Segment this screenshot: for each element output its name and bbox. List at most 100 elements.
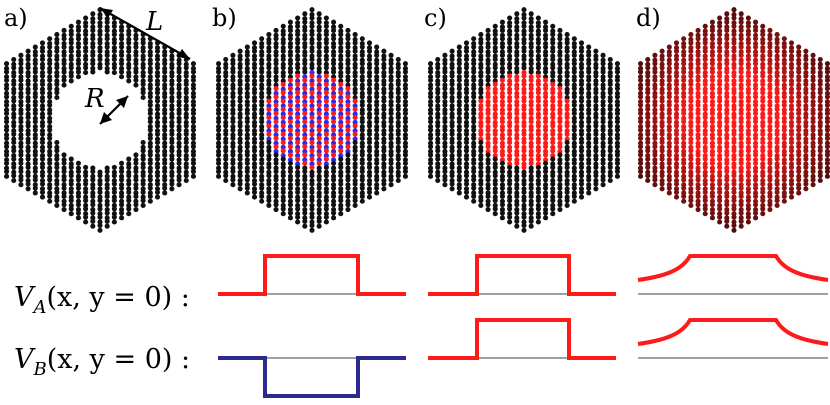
lattice-site: [352, 61, 358, 67]
lattice-site: [614, 132, 620, 138]
lattice-site: [673, 169, 680, 175]
lattice-site: [507, 219, 513, 225]
lattice-site: [724, 169, 730, 175]
lattice-site: [230, 99, 236, 105]
lattice-site: [223, 56, 229, 63]
lattice-site: [817, 81, 823, 87]
lattice-site: [767, 36, 773, 42]
lattice-site: [287, 36, 293, 42]
lattice-site: [810, 169, 816, 175]
lattice-site: [345, 69, 351, 75]
lattice-site: [126, 186, 132, 192]
lattice-site: [287, 69, 293, 75]
lattice-site: [753, 173, 759, 179]
lattice-site: [507, 106, 513, 112]
lattice-site: [535, 111, 541, 117]
lattice-site: [521, 206, 527, 212]
lattice-site: [223, 131, 229, 137]
lattice-site: [521, 222, 527, 229]
lattice-site: [183, 144, 189, 150]
lattice-site: [190, 144, 196, 150]
lattice-site: [614, 110, 620, 116]
lattice-site: [666, 110, 672, 116]
lattice-site: [810, 65, 816, 71]
lattice-site: [39, 148, 46, 154]
lattice-site: [402, 135, 408, 141]
lattice-site: [824, 94, 830, 100]
lattice-site: [607, 177, 613, 184]
lattice-site: [190, 135, 196, 141]
lattice-site: [767, 165, 773, 171]
lattice-site: [90, 27, 96, 33]
lattice-site: [442, 69, 448, 75]
lattice-site: [309, 211, 315, 217]
lattice-site: [578, 111, 585, 117]
lattice-site: [273, 99, 279, 105]
lattice-site: [345, 124, 351, 130]
lattice-site: [90, 65, 96, 71]
lattice-site: [345, 65, 351, 71]
lattice-site: [745, 28, 751, 34]
lattice-site: [463, 98, 470, 104]
lattice-site: [745, 32, 751, 38]
lattice-site: [47, 99, 53, 105]
lattice-site: [478, 81, 484, 87]
lattice-site: [147, 102, 153, 108]
lattice-site: [47, 177, 53, 183]
lattice-site: [39, 45, 46, 51]
lattice-site: [316, 24, 322, 30]
lattice-site: [564, 106, 570, 112]
lattice-site: [169, 131, 175, 137]
lattice-site: [767, 102, 773, 108]
lattice-site: [557, 160, 563, 166]
lattice-site: [810, 144, 816, 150]
lattice-site: [774, 177, 780, 184]
lattice-site: [774, 111, 780, 117]
lattice-site: [11, 111, 17, 117]
lattice-site: [32, 177, 38, 183]
lattice-site: [90, 165, 96, 171]
lattice-site: [471, 86, 477, 92]
lattice-site: [183, 81, 189, 87]
lattice-site: [345, 140, 351, 146]
lattice-site: [695, 119, 701, 125]
lattice-site: [54, 186, 60, 192]
lattice-site: [514, 94, 520, 100]
lattice-site: [499, 65, 505, 71]
lattice-site: [388, 182, 394, 188]
lattice-site: [645, 106, 651, 112]
lattice-site: [359, 119, 365, 125]
lattice-site: [90, 169, 96, 175]
lattice-site: [18, 124, 24, 130]
lattice-site: [359, 41, 365, 47]
lattice-site: [449, 70, 455, 76]
lattice-site: [564, 103, 570, 109]
lattice-site: [753, 61, 759, 67]
lattice-site: [176, 177, 182, 183]
lattice-site: [273, 49, 279, 55]
lattice-site: [760, 189, 766, 195]
lattice-site: [478, 115, 484, 121]
lattice-site: [688, 86, 694, 92]
lattice-site: [126, 211, 132, 217]
lattice-site: [395, 169, 401, 175]
lattice-site: [302, 127, 308, 133]
lattice-site: [717, 194, 723, 200]
lattice-site: [571, 115, 577, 121]
lattice-site: [39, 53, 46, 59]
lattice-site: [578, 139, 585, 146]
lattice-site: [90, 57, 96, 63]
lattice-site: [824, 90, 830, 96]
lattice-site: [702, 144, 708, 150]
lattice-site: [586, 119, 592, 125]
lattice-site: [140, 78, 146, 84]
lattice-site: [154, 177, 161, 184]
lattice-site: [607, 81, 613, 87]
lattice-site: [190, 124, 196, 130]
lattice-site: [593, 169, 599, 175]
lattice-site: [578, 65, 585, 71]
lattice-site: [638, 165, 644, 171]
lattice-site: [359, 169, 365, 175]
lattice-site: [133, 177, 139, 183]
radius-label: R: [84, 84, 105, 114]
